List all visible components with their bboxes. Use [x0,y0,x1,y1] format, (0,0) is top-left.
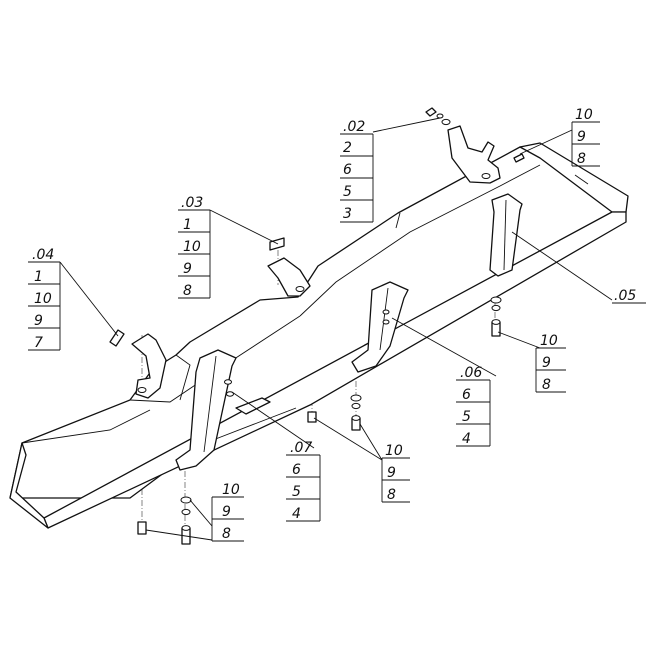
callout-04: .04 1 10 9 7 [28,247,61,351]
callout-03-item-3: 9 [183,261,192,277]
callout-top-right-item-2: 8 [577,151,586,167]
callout-mid-center: 10 9 8 [381,443,410,503]
callout-06-item-1: 6 [462,387,471,403]
callout-06: .06 6 5 4 [456,365,491,447]
callout-mid-right-item-1: 9 [542,355,551,371]
callout-03-item-2: 10 [183,239,201,255]
callout-top-right: 10 9 8 [571,107,600,167]
callout-06-item-2: 5 [462,409,471,425]
bracket-03 [267,237,311,297]
callout-03-item-4: 8 [183,283,192,299]
callout-mid-right-label: 10 [540,333,558,349]
callout-mid-center-item-1: 9 [387,465,396,481]
callout-bottom-left-item-1: 9 [222,504,231,520]
callout-top-right-label: 10 [575,107,593,123]
callout-05: .05 [612,288,646,304]
support-06 [351,281,409,373]
callout-04-item-4: 7 [34,335,43,351]
callout-05-label: .05 [614,288,636,304]
callout-07-label: .07 [290,440,312,456]
callout-07: .07 6 5 4 [286,440,321,522]
bracket-02 [425,107,501,184]
bracket-04 [109,329,167,399]
callout-bottom-left: 10 9 8 [211,482,244,542]
callout-06-item-3: 4 [462,431,471,447]
callout-02-item-4: 3 [343,206,352,222]
fasteners [137,153,525,545]
callout-02: .02 2 6 5 3 [340,119,374,223]
callout-06-label: .06 [460,365,482,381]
callout-mid-center-item-2: 8 [387,487,396,503]
callout-04-label: .04 [32,247,54,263]
callout-top-right-item-1: 9 [577,129,586,145]
callout-07-item-3: 4 [292,506,301,522]
callout-mid-right: 10 9 8 [535,333,566,393]
callout-04-item-3: 9 [34,313,43,329]
callout-mid-center-label: 10 [385,443,403,459]
leader-lines [59,117,613,541]
callout-07-item-1: 6 [292,462,301,478]
callout-04-item-1: 1 [34,269,43,285]
callout-02-label: .02 [343,119,365,135]
callout-07-item-2: 5 [292,484,301,500]
support-07 [175,349,271,471]
callout-02-item-3: 5 [343,184,352,200]
callout-02-item-1: 2 [343,140,352,156]
callout-03-label: .03 [181,195,203,211]
skid-plate [9,142,629,529]
callout-bottom-left-item-2: 8 [222,526,231,542]
callout-03-item-1: 1 [183,217,192,233]
callout-04-item-2: 10 [34,291,52,307]
callout-mid-right-item-2: 8 [542,377,551,393]
support-05 [489,193,523,277]
callout-02-item-2: 6 [343,162,352,178]
callout-bottom-left-label: 10 [222,482,240,498]
callout-03: .03 1 10 9 8 [178,195,211,299]
